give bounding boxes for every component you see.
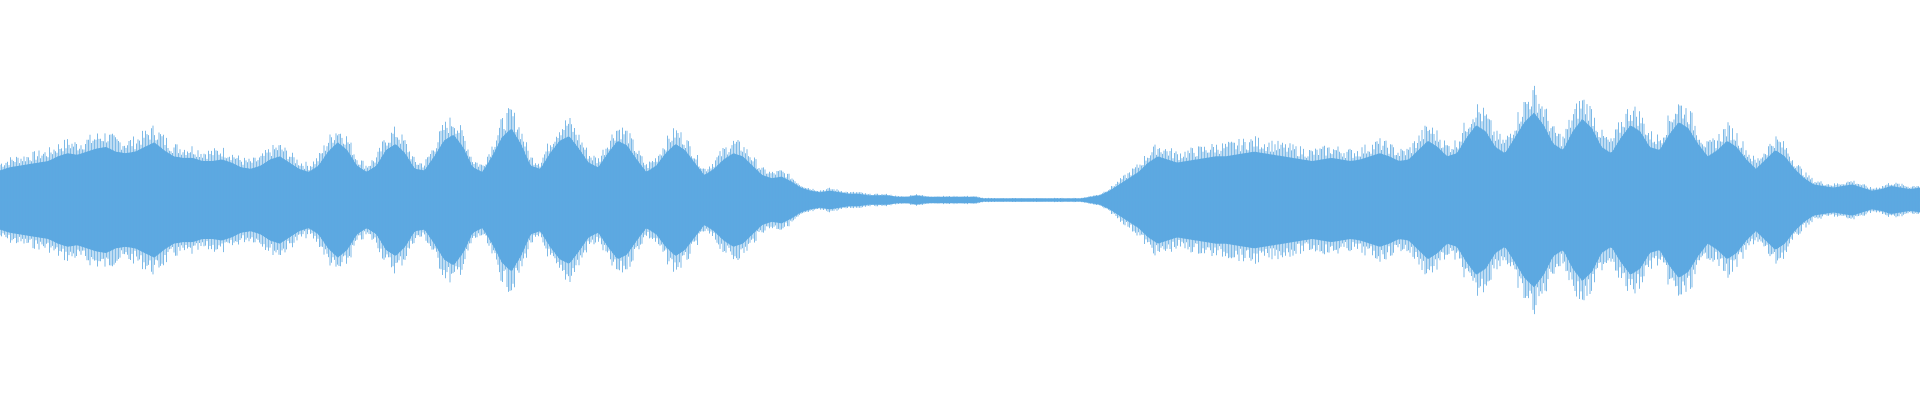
waveform-peaks	[0, 85, 1920, 315]
